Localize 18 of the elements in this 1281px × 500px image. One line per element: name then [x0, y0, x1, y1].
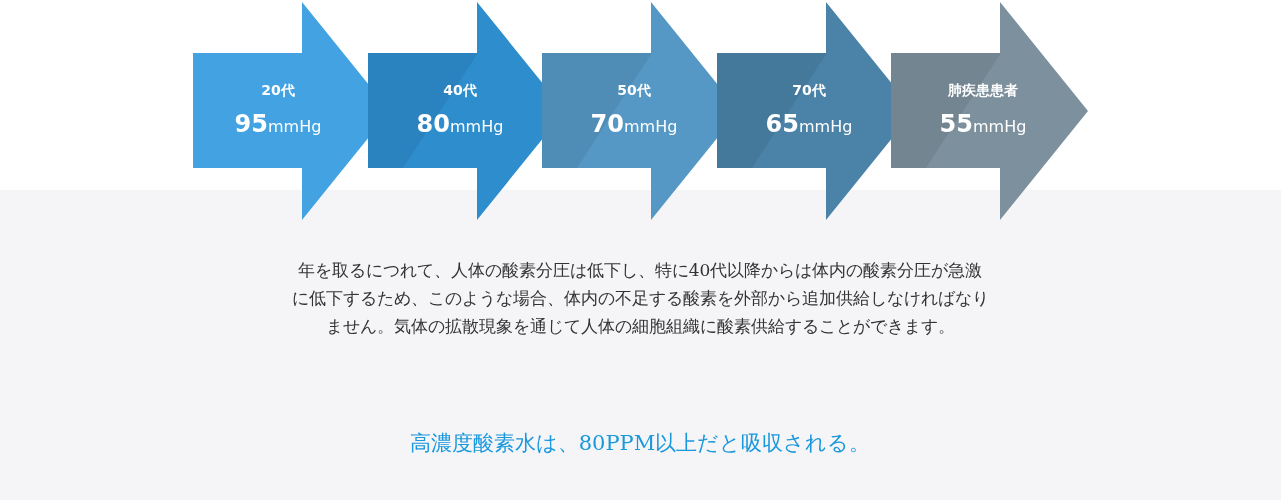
body-text: 年を取るにつれて、人体の酸素分圧は低下し、特に40代以降からは体内の酸素分圧が急激に低下するため、このような場合、体内の不足する酸素を外部から追加供給しなければなりません。気体の拡散現象を通じて人体の細胞組織に酸素供給することができます。 — [290, 259, 990, 338]
pressure-value: 55mmHg — [939, 110, 1027, 140]
arrow-shape — [717, 2, 891, 220]
pressure-value: 80mmHg — [416, 110, 504, 140]
age-label: 50代 — [617, 81, 651, 99]
arrow-shape — [193, 2, 368, 220]
arrow-shape — [891, 2, 1088, 220]
arrow-shape — [368, 2, 542, 220]
pressure-value: 70mmHg — [590, 110, 678, 140]
info-panel — [0, 190, 1281, 500]
age-label: 肺疾患患者 — [948, 81, 1018, 99]
arrow-shape — [542, 2, 717, 220]
age-label: 70代 — [792, 81, 826, 99]
highlight-text: 高濃度酸素水は、80PPM以上だと吸収される。 — [409, 430, 871, 457]
age-label: 40代 — [443, 81, 477, 99]
pressure-value: 95mmHg — [234, 110, 322, 140]
age-label: 20代 — [261, 81, 295, 99]
pressure-value: 65mmHg — [765, 110, 853, 140]
